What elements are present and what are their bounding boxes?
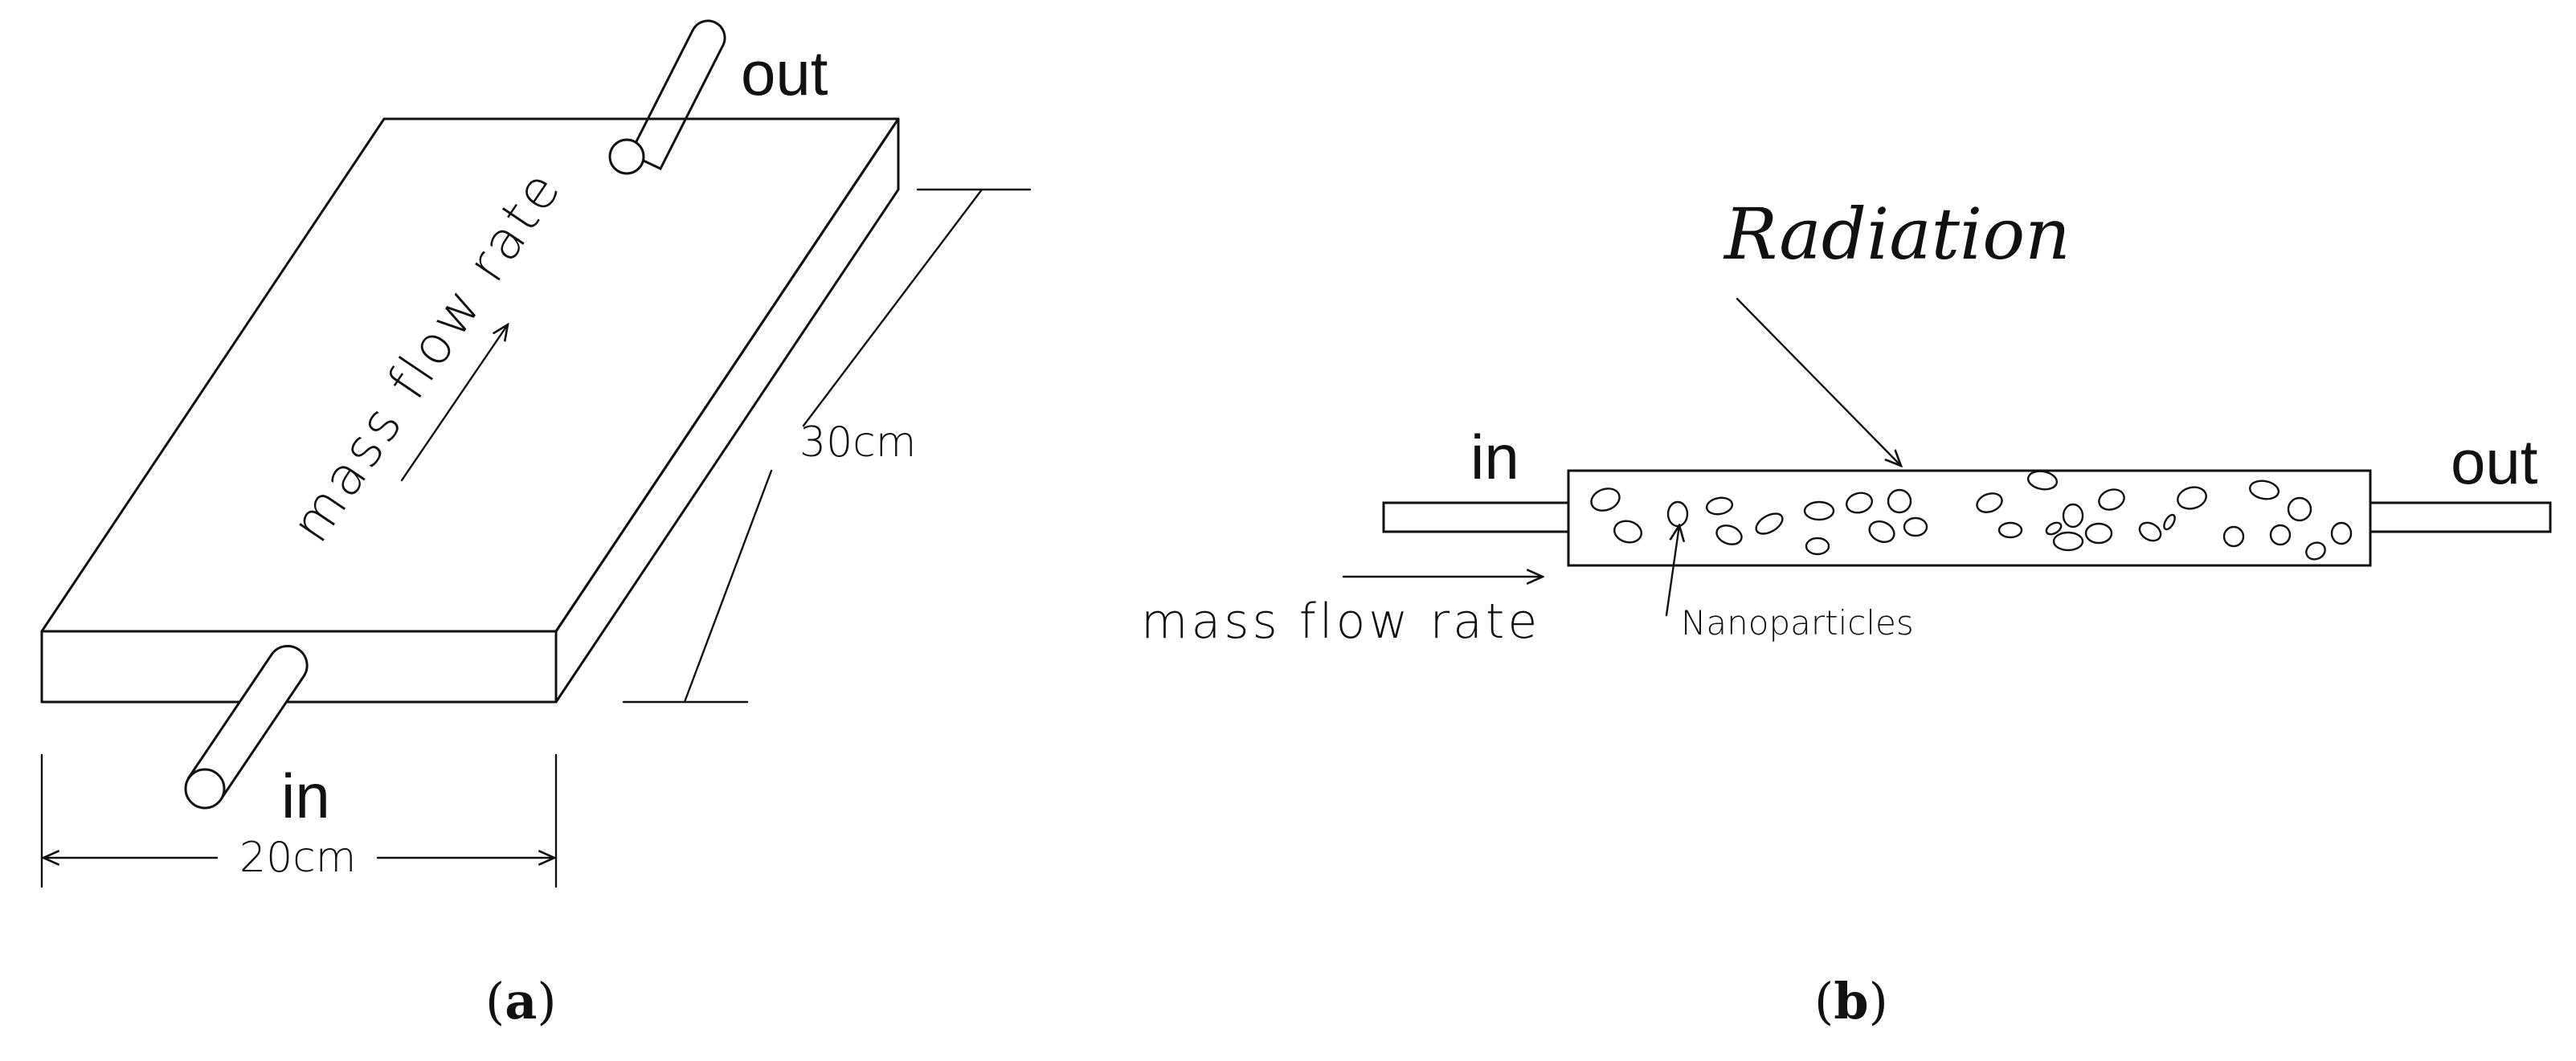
particle [2222,525,2245,548]
outlet-label: out [741,38,828,108]
inlet-label: in [281,761,330,831]
particle [2052,531,2084,552]
caption-b: (b) [1814,972,1888,1030]
nanoparticles-pointer [1665,525,1679,617]
length-label: 30cm [799,418,916,467]
width-label: 20cm [239,834,356,882]
nanoparticles [1590,470,2353,561]
outlet-pipe [628,19,726,170]
particle [2138,521,2162,542]
particle [1868,520,1895,544]
radiation-arrow [1736,297,1901,466]
particle [2305,541,2326,561]
particle [2026,470,2059,491]
width-dimension [40,753,558,888]
plate-top-face [40,117,900,633]
flow-arrow [400,324,508,482]
length-dimension [622,188,1032,704]
inlet-tube [1382,501,1570,533]
particle [1705,496,1734,516]
particle [1997,521,2023,539]
flow-label-b: mass flow rate [1141,594,1540,650]
caption-a: (a) [485,972,557,1030]
particle [1803,500,1835,521]
inlet-label-b: in [1470,422,1519,492]
particle [1805,537,1830,556]
collector-plate [40,117,900,704]
panel-a: mass flow rate out in 30cm 20cm (a) [40,19,1032,1030]
outlet-tube [2369,501,2552,533]
inlet-pipe [184,644,309,810]
particle [2287,496,2312,522]
particle [1613,520,1642,544]
particle [2084,522,2113,545]
outlet-label-b: out [2451,426,2538,497]
panel-b: Radiation [1141,193,2552,1030]
particle [1846,492,1873,514]
nanoparticles-label: Nanoparticles [1681,603,1914,643]
particle [2098,488,2125,511]
particle [1903,516,1928,537]
particle [2177,486,2207,510]
outlet-port [608,138,645,175]
particle [2330,521,2353,545]
particle [1590,488,1621,512]
flow-label: mass flow rate [279,158,574,553]
particle [1715,524,1743,545]
particle [2269,524,2292,546]
particle [1976,492,2003,513]
particle [1755,512,1784,535]
particle [2248,479,2280,500]
radiation-label: Radiation [1723,193,2071,275]
plate-side-face [554,117,900,704]
particle [2062,503,2084,528]
channel-body [1567,469,2372,567]
particle [2163,513,2176,531]
particle [2045,521,2063,536]
particle [1887,488,1912,514]
